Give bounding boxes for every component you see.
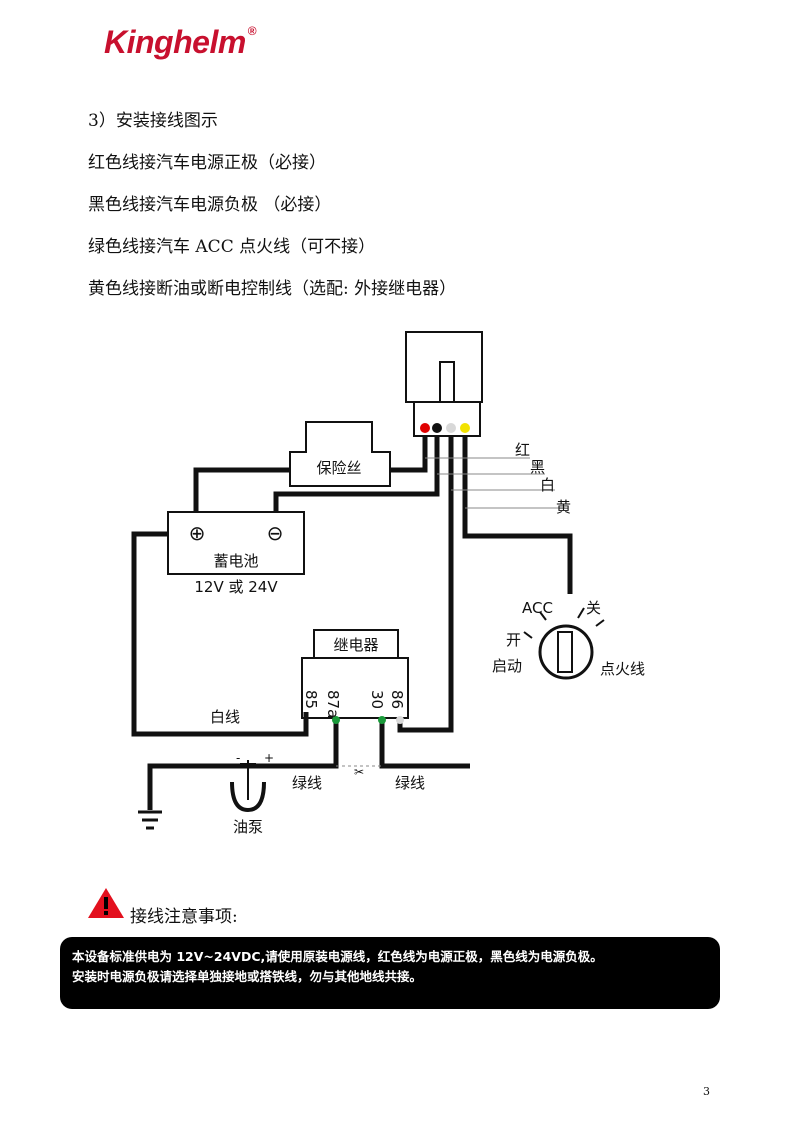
ignition-off: 关 [586, 599, 601, 617]
red-wire [390, 436, 428, 473]
green-wire-right-label: 绿线 [395, 774, 425, 792]
battery-minus-icon: ⊖ [267, 521, 284, 545]
yellow-terminal [460, 423, 470, 433]
notice-line-1: 本设备标准供电为 12V~24VDC,请使用原装电源线，红色线为电源正极，黑色线… [72, 949, 603, 964]
instruction-red: 红色线接汽车电源正极（必接） [88, 153, 326, 173]
fuse-box [289, 421, 391, 487]
instruction-black: 黑色线接汽车电源负极 （必接） [88, 195, 332, 215]
relay-pin-86-terminal [396, 716, 404, 724]
relay-pin-85: 85 [302, 690, 320, 709]
notice-line-2: 安装时电源负极请选择单独接地或搭铁线，勿与其他地线共接。 [72, 969, 423, 984]
connector-pins [413, 401, 481, 437]
logo-text: Kinghelm [104, 24, 246, 60]
relay-pin-30-terminal [378, 716, 386, 724]
white-line [131, 531, 309, 737]
red-terminal [420, 423, 430, 433]
warning-icon [88, 888, 124, 918]
ignition-key-slot [557, 631, 573, 673]
relay-box [301, 657, 409, 719]
green-wire-left-label: 绿线 [292, 774, 322, 792]
pump-terminals [240, 760, 256, 800]
notes-title: 接线注意事项: [130, 907, 238, 927]
ignition-ticks [523, 607, 605, 639]
battery-box [167, 511, 305, 575]
ignition-acc: ACC [522, 599, 553, 617]
black-label: 黑 [530, 458, 545, 476]
connector-latch [439, 361, 455, 403]
white-label: 白 [540, 476, 555, 494]
red-label: 红 [515, 441, 530, 459]
registered-mark: ® [247, 24, 257, 38]
fuse-label: 保险丝 [316, 459, 361, 477]
yellow-wire [462, 436, 573, 594]
instruction-green: 绿色线接汽车 ACC 点火线（可不接） [88, 237, 376, 257]
ignition-switch [538, 624, 594, 680]
ground-symbol [138, 810, 162, 830]
notice-box: 本设备标准供电为 12V~24VDC,请使用原装电源线，红色线为电源正极，黑色线… [60, 937, 720, 1009]
relay-pin-87a: 87a [324, 690, 342, 718]
green-wire-right [379, 722, 470, 769]
scissors-icon: ✂ [354, 765, 364, 779]
relay-pin-86: 86 [388, 690, 406, 709]
ignition-label: 点火线 [600, 660, 645, 678]
battery-label: 蓄电池 [213, 552, 258, 570]
white-terminal [446, 423, 456, 433]
yellow-label: 黄 [556, 498, 571, 516]
black-wire [273, 436, 440, 512]
green-wire-left [147, 722, 339, 810]
ignition-start: 启动 [492, 657, 522, 675]
black-terminal [432, 423, 442, 433]
battery-plus-icon: ⊕ [189, 521, 206, 545]
battery-voltage: 12V 或 24V [194, 578, 278, 596]
connector-housing [405, 331, 483, 403]
section-title: 3）安装接线图示 [88, 111, 218, 131]
relay-label: 继电器 [333, 636, 378, 654]
ignition-on: 开 [506, 631, 521, 649]
pump-plus: + [264, 751, 274, 765]
kinghelm-logo: Kinghelm® [104, 24, 257, 61]
fuel-pump [230, 781, 266, 813]
red-wire-to-battery [193, 467, 290, 512]
instruction-yellow: 黄色线接断油或断电控制线（选配: 外接继电器） [88, 279, 457, 299]
white-line-label: 白线 [210, 708, 240, 726]
relay-pin-87a-terminal [332, 716, 340, 724]
page-number: 3 [703, 1085, 710, 1098]
pump-minus: - [236, 751, 240, 765]
pump-label: 油泵 [233, 818, 263, 836]
relay-pin-30: 30 [368, 690, 386, 709]
